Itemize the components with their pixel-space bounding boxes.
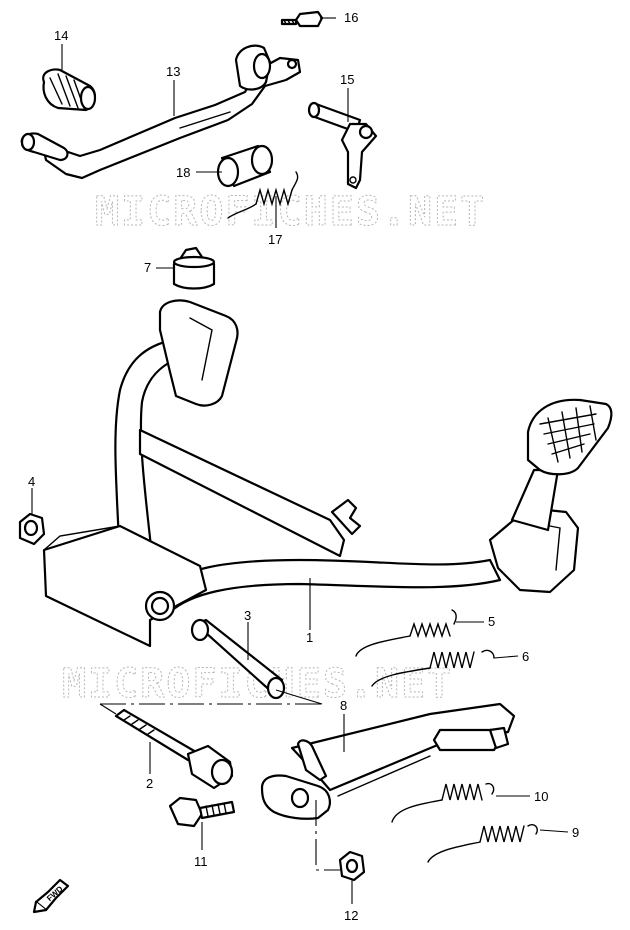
callout-1: 1 xyxy=(306,630,313,645)
callout-5: 5 xyxy=(488,614,495,629)
callout-9: 9 xyxy=(572,825,579,840)
part-4-nut xyxy=(18,512,46,546)
part-16-bolt xyxy=(280,10,324,28)
part-7-stopper xyxy=(172,246,216,290)
part-18-bushing xyxy=(216,144,274,188)
part-3-pipe xyxy=(190,618,286,700)
callout-12: 12 xyxy=(344,908,358,923)
callout-10: 10 xyxy=(534,789,548,804)
leader-lines xyxy=(31,17,569,904)
callout-15: 15 xyxy=(340,72,354,87)
callout-6: 6 xyxy=(522,649,529,664)
part-11-bolt xyxy=(168,796,236,828)
part-13-shift-lever xyxy=(20,44,302,180)
callout-13: 13 xyxy=(166,64,180,79)
part-5-spring xyxy=(355,609,457,657)
callout-16: 16 xyxy=(344,10,358,25)
part-9-spring xyxy=(427,824,538,863)
callout-2: 2 xyxy=(146,776,153,791)
part-14-shift-rubber xyxy=(42,68,97,112)
part-10-spring xyxy=(391,782,495,823)
fwd-arrowhead-icon xyxy=(32,900,48,914)
callout-labels: 16 14 13 15 18 17 7 4 3 1 5 6 8 2 10 9 1… xyxy=(28,10,579,923)
part-17-spring xyxy=(227,171,299,219)
part-15-shift-shaft xyxy=(307,101,378,190)
callout-4: 4 xyxy=(28,474,35,489)
part-2-bolt xyxy=(114,708,234,790)
callout-18: 18 xyxy=(176,165,190,180)
part-12-nut xyxy=(338,850,366,882)
part-6-spring xyxy=(371,649,495,687)
callout-3: 3 xyxy=(244,608,251,623)
callout-7: 7 xyxy=(144,260,151,275)
part-1-center-stand xyxy=(42,299,613,648)
callout-17: 17 xyxy=(268,232,282,247)
assembly-lines xyxy=(99,689,340,871)
part-8-side-stand xyxy=(260,702,516,820)
callout-8: 8 xyxy=(340,698,347,713)
fwd-direction-badge: FWD xyxy=(32,878,70,914)
callout-11: 11 xyxy=(194,854,208,869)
callout-14: 14 xyxy=(54,28,68,43)
